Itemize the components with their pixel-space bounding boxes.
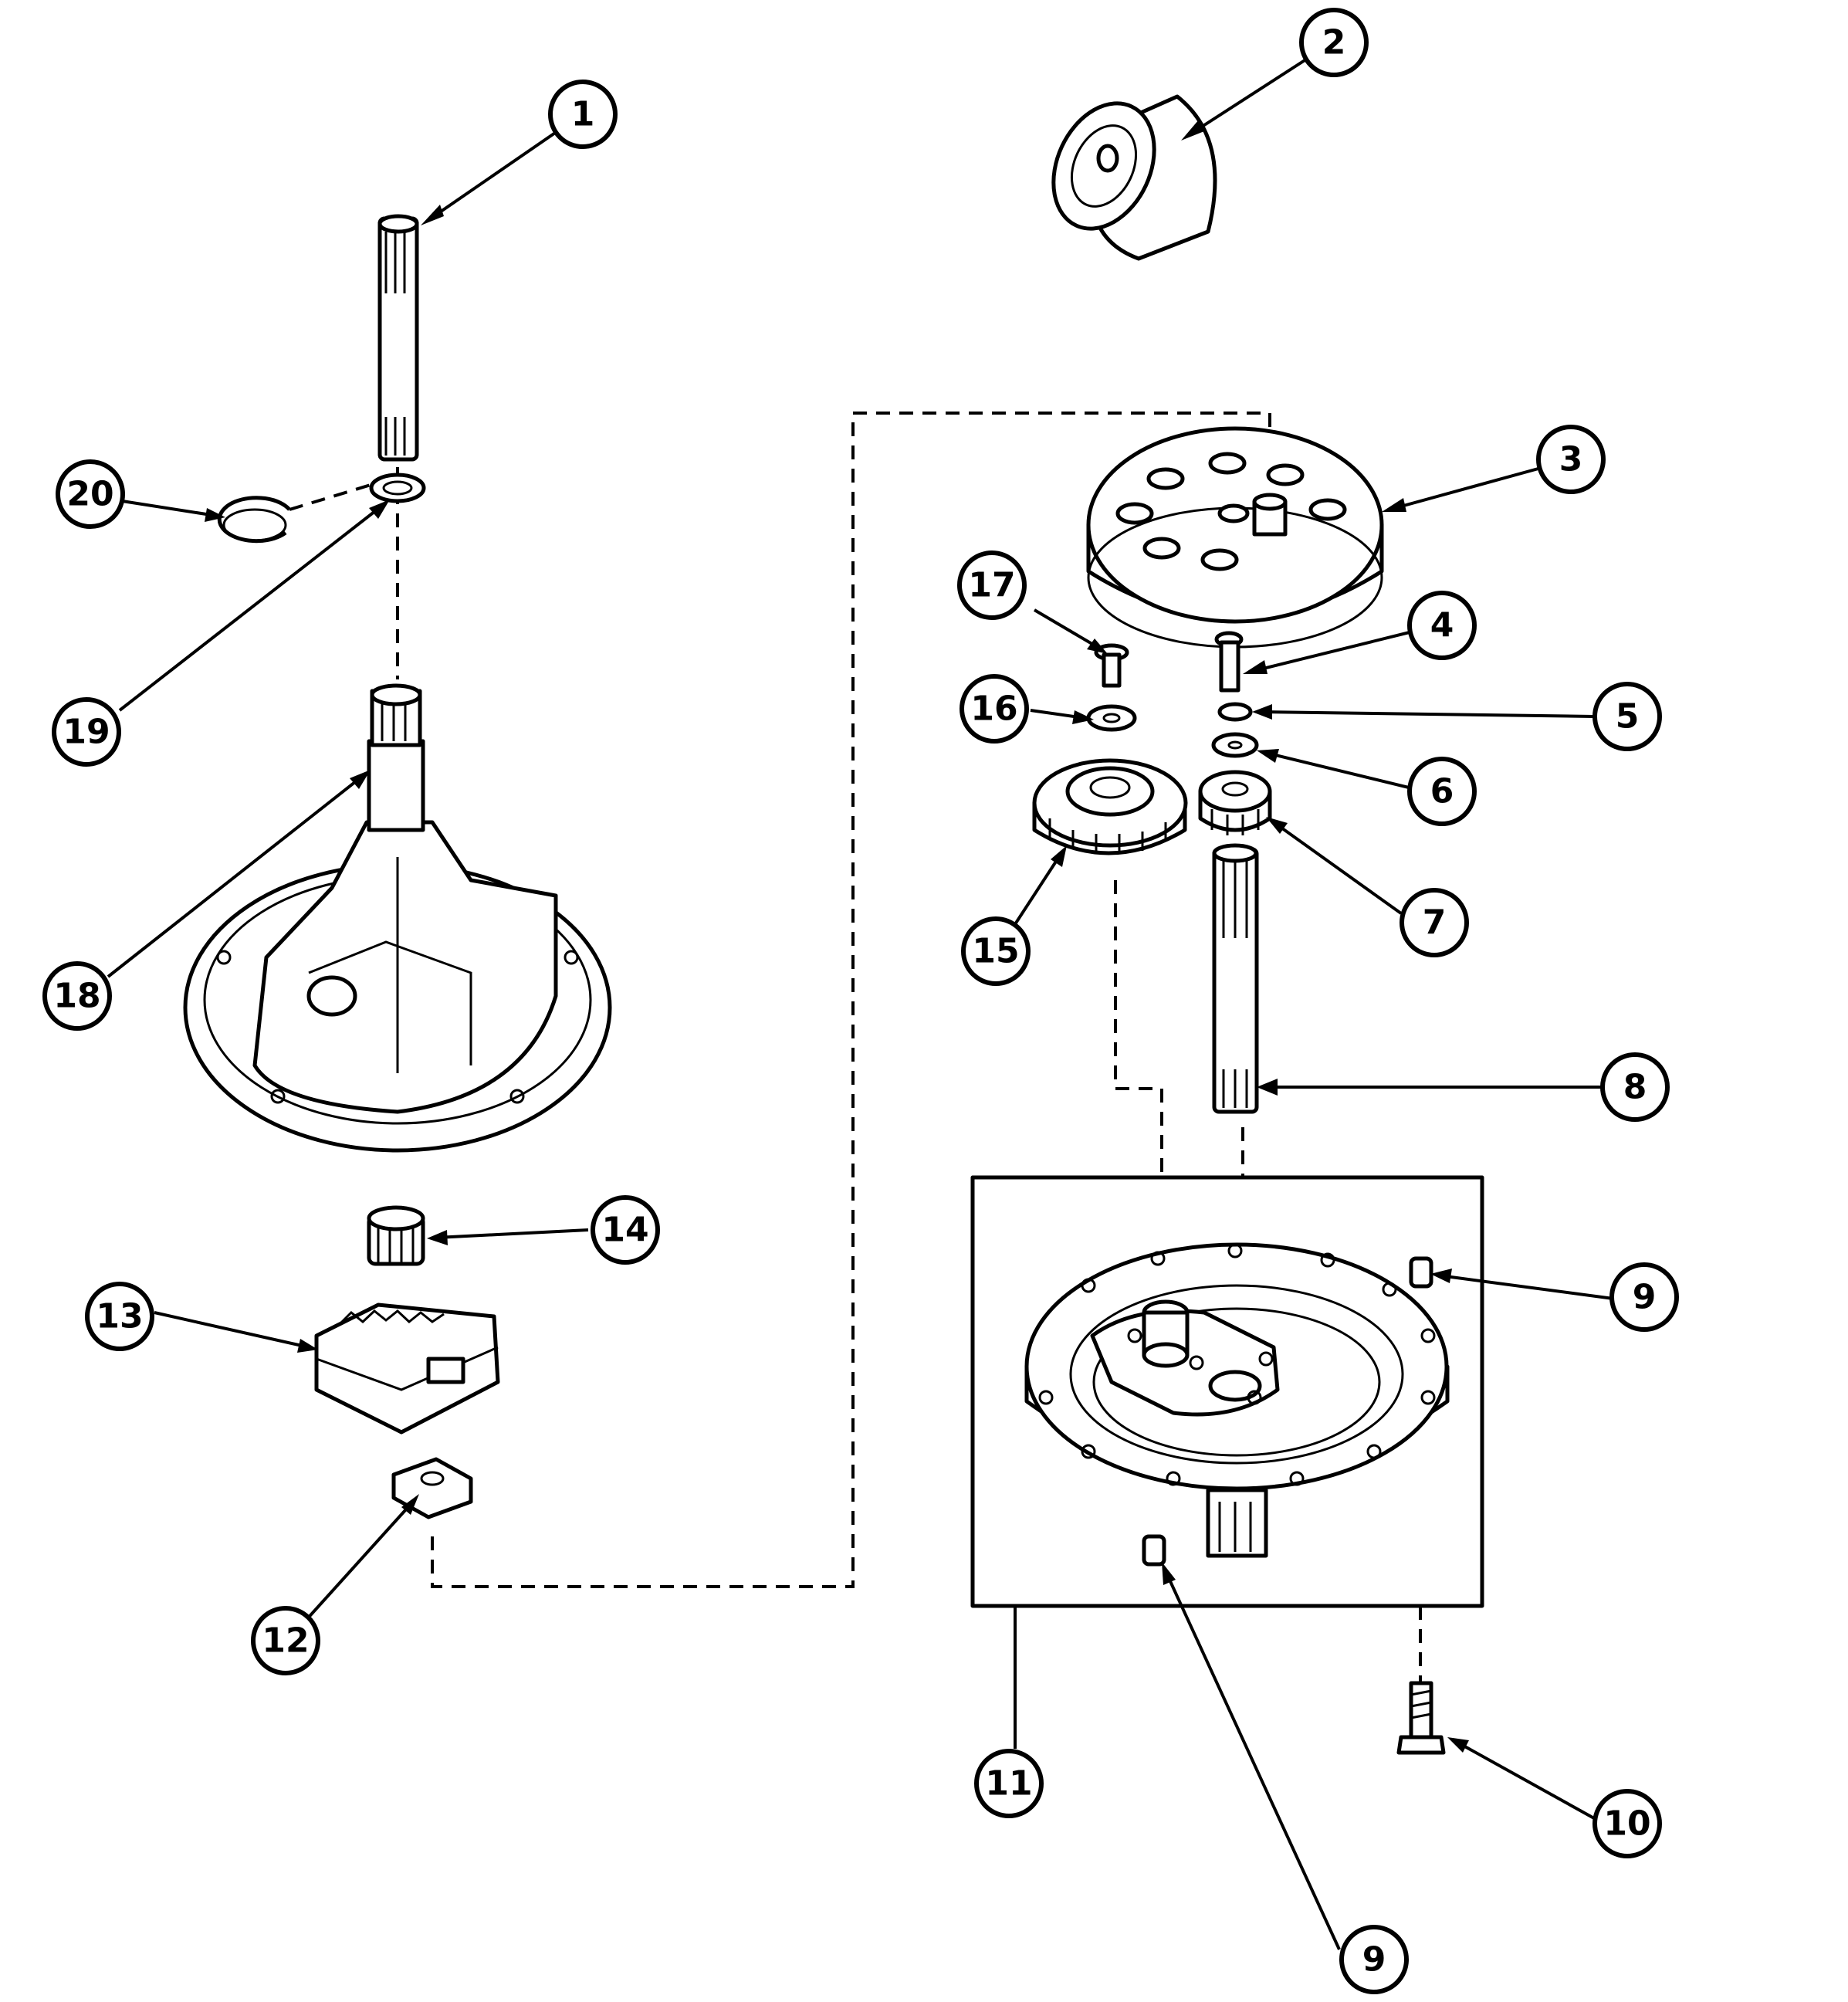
- callout-label: 6: [1430, 772, 1454, 811]
- callout-12: 12: [251, 1606, 320, 1675]
- callout-4: 4: [1407, 591, 1477, 660]
- callout-label: 12: [262, 1621, 309, 1661]
- callout-label: 20: [66, 475, 113, 514]
- callout-6: 6: [1407, 757, 1477, 826]
- spur-gear-icon: [1198, 770, 1272, 835]
- callout-3: 3: [1536, 425, 1606, 494]
- callout-19: 19: [52, 697, 121, 767]
- callout-label: 9: [1633, 1278, 1657, 1317]
- callout-label: 15: [972, 932, 1019, 971]
- callout-16: 16: [960, 674, 1029, 744]
- screw-icon: [1094, 643, 1129, 688]
- lower-spline-shaft-icon: [1212, 843, 1259, 1114]
- callout-15: 15: [961, 916, 1031, 986]
- callout-label: 13: [96, 1297, 143, 1336]
- callout-1: 1: [548, 80, 618, 149]
- callout-13: 13: [85, 1282, 154, 1351]
- dowel-pin-icon: [1142, 1256, 1433, 1567]
- transmission-housing-icon: [183, 683, 612, 1153]
- washer-icon: [369, 473, 426, 503]
- hex-bolt-icon: [1214, 631, 1244, 693]
- callout-label: 16: [970, 689, 1017, 729]
- callout-label: 1: [571, 95, 595, 134]
- rack-block-icon: [314, 1302, 500, 1435]
- hex-bolt-icon: [1396, 1681, 1446, 1755]
- callout-label: 9: [1362, 1940, 1386, 1980]
- callout-label: 8: [1623, 1068, 1647, 1107]
- callout-11: 11: [974, 1749, 1044, 1818]
- callout-10: 10: [1592, 1789, 1662, 1858]
- callout-label: 17: [968, 566, 1015, 605]
- callout-label: 14: [601, 1211, 648, 1250]
- callout-label: 11: [985, 1764, 1032, 1804]
- callout-7: 7: [1400, 888, 1469, 957]
- callout-label: 7: [1423, 903, 1447, 943]
- upper-spline-shaft-icon: [377, 214, 419, 462]
- callout-14: 14: [591, 1195, 660, 1265]
- spur-gear-icon: [1032, 758, 1188, 855]
- drive-pulley-icon: [1086, 426, 1384, 649]
- callout-label: 18: [53, 977, 100, 1016]
- callout-label: 3: [1559, 440, 1583, 479]
- callout-label: 4: [1430, 606, 1454, 645]
- callout-17: 17: [957, 550, 1027, 620]
- callout-5: 5: [1592, 682, 1662, 751]
- callout-20: 20: [56, 459, 125, 529]
- clutch-bushing-icon: [1051, 94, 1217, 261]
- callout-label: 10: [1603, 1804, 1650, 1844]
- callout-9-lower: 9: [1339, 1925, 1409, 1994]
- gear-case-base-icon: [1024, 1242, 1450, 1558]
- snap-ring-icon: [217, 496, 291, 544]
- callout-label: 5: [1616, 697, 1640, 737]
- callout-label: 19: [63, 713, 110, 752]
- spur-gear-icon: [367, 1205, 425, 1266]
- callout-2: 2: [1299, 8, 1369, 77]
- callout-label: 2: [1322, 23, 1346, 63]
- callout-9-upper: 9: [1609, 1262, 1679, 1332]
- washer-icon: [1217, 702, 1253, 722]
- washer-icon: [1086, 704, 1137, 732]
- callout-18: 18: [42, 961, 112, 1031]
- callout-8: 8: [1600, 1052, 1670, 1122]
- washer-icon: [1211, 732, 1259, 758]
